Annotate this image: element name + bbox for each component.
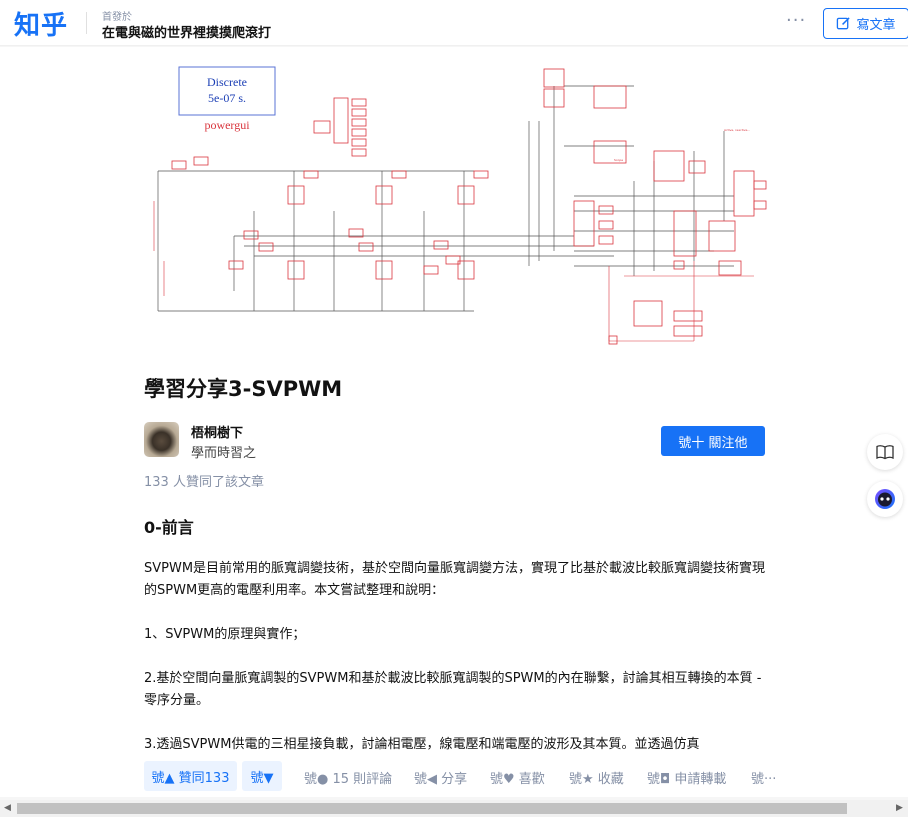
more-options-button[interactable]: ··· bbox=[786, 10, 807, 31]
column-name-link[interactable]: 在電與磁的世界裡摸摸爬滾打 bbox=[102, 26, 272, 41]
scrollbar-thumb[interactable] bbox=[17, 803, 847, 814]
assistant-button[interactable] bbox=[867, 481, 903, 517]
follow-button[interactable]: 號十 關注他 bbox=[661, 426, 765, 456]
bottom-action-bar: 號▲ 贊同133 號▼ 號● 15 則評論 號◀ 分享 號♥ 喜歡 號★ 收藏 … bbox=[0, 756, 908, 797]
more-actions-button[interactable]: 號··· bbox=[751, 772, 777, 787]
paragraph: 2.基於空間向量脈寬調製的SVPWM和基於載波比較脈寬調製的SPWM的內在聯繫，… bbox=[144, 671, 762, 708]
scroll-right-icon[interactable]: ▶ bbox=[896, 803, 903, 813]
svg-text:Active, reactive...: Active, reactive... bbox=[724, 128, 750, 132]
author-avatar[interactable] bbox=[144, 422, 179, 457]
article-content: Discrete 5e-07 s. powergui bbox=[0, 47, 908, 797]
upvote-button[interactable]: 號▲ 贊同133 bbox=[144, 761, 237, 791]
paragraph: 3.透過SVPWM供電的三相星接負載，討論相電壓，線電壓和端電壓的波形及其本質。… bbox=[144, 737, 700, 752]
author-name-link[interactable]: 梧桐樹下 bbox=[191, 426, 244, 441]
paragraph: 1、SVPWM的原理與實作； bbox=[144, 627, 306, 642]
cover-image: Discrete 5e-07 s. powergui bbox=[134, 61, 774, 356]
powergui-ts: 5e-07 s. bbox=[208, 91, 246, 105]
scroll-left-icon[interactable]: ◀ bbox=[4, 803, 11, 813]
powergui-label: powergui bbox=[204, 118, 250, 132]
author-bio: 學而時習之 bbox=[191, 446, 257, 461]
share-button[interactable]: 號◀ 分享 bbox=[414, 772, 468, 787]
catalog-button[interactable] bbox=[867, 434, 903, 470]
voter-count[interactable]: 133 人贊同了該文章 bbox=[144, 475, 264, 490]
published-in-label: 首發於 bbox=[102, 12, 132, 23]
article-title: 學習分享3-SVPWM bbox=[144, 377, 343, 401]
header-divider bbox=[86, 12, 87, 34]
book-icon bbox=[876, 445, 894, 460]
paragraph: SVPWM是目前常用的脈寬調變技術，基於空間向量脈寬調變方法，實現了比基於載波比… bbox=[144, 561, 766, 598]
write-article-button[interactable]: 寫文章 bbox=[823, 8, 908, 39]
section-heading: 0-前言 bbox=[144, 518, 194, 537]
zhihu-logo[interactable]: 知乎 bbox=[14, 11, 69, 41]
svg-text:Scope: Scope bbox=[614, 158, 623, 162]
comments-button[interactable]: 號● 15 則評論 bbox=[304, 772, 393, 787]
like-button[interactable]: 號♥ 喜歡 bbox=[490, 772, 545, 787]
downvote-button[interactable]: 號▼ bbox=[242, 761, 282, 791]
reprint-button[interactable]: 號◘ 申請轉載 bbox=[647, 772, 727, 787]
edit-icon bbox=[837, 17, 851, 30]
collect-button[interactable]: 號★ 收藏 bbox=[569, 772, 624, 787]
assistant-icon bbox=[875, 489, 895, 509]
top-navbar: 知乎 首發於 在電與磁的世界裡摸摸爬滾打 ··· 寫文章 bbox=[0, 0, 908, 46]
write-article-label: 寫文章 bbox=[856, 18, 896, 33]
horizontal-scrollbar[interactable]: ◀ ▶ bbox=[0, 800, 908, 817]
powergui-mode: Discrete bbox=[207, 75, 247, 89]
